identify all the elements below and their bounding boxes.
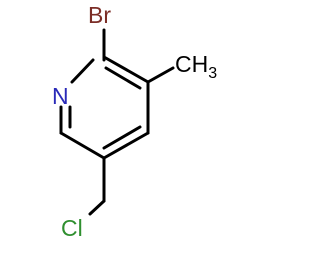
bond-c3-methyl — [146, 66, 175, 84]
structure-canvas: Br N CH3 Cl — [52, 2, 217, 241]
bond-c5-c6 — [59, 131, 106, 160]
bond-layer — [59, 28, 175, 216]
bond-c2-c3-inner — [104, 66, 142, 90]
methyl-subscript: 3 — [208, 65, 217, 82]
methyl-label: CH — [175, 51, 208, 77]
bond-c2-c3 — [102, 55, 150, 84]
atom-bromine: Br — [88, 2, 111, 28]
atom-chlorine: Cl — [61, 215, 83, 241]
atom-nitrogen: N — [52, 83, 69, 109]
bond-n-c2 — [70, 58, 95, 84]
molecule-diagram: Br N CH3 Cl — [52, 2, 217, 241]
bond-c4-c5 — [102, 131, 150, 160]
bond-ch2-cl — [88, 199, 106, 216]
bond-c4-c5-inner — [102, 125, 142, 150]
atom-methyl: CH3 — [175, 51, 217, 82]
